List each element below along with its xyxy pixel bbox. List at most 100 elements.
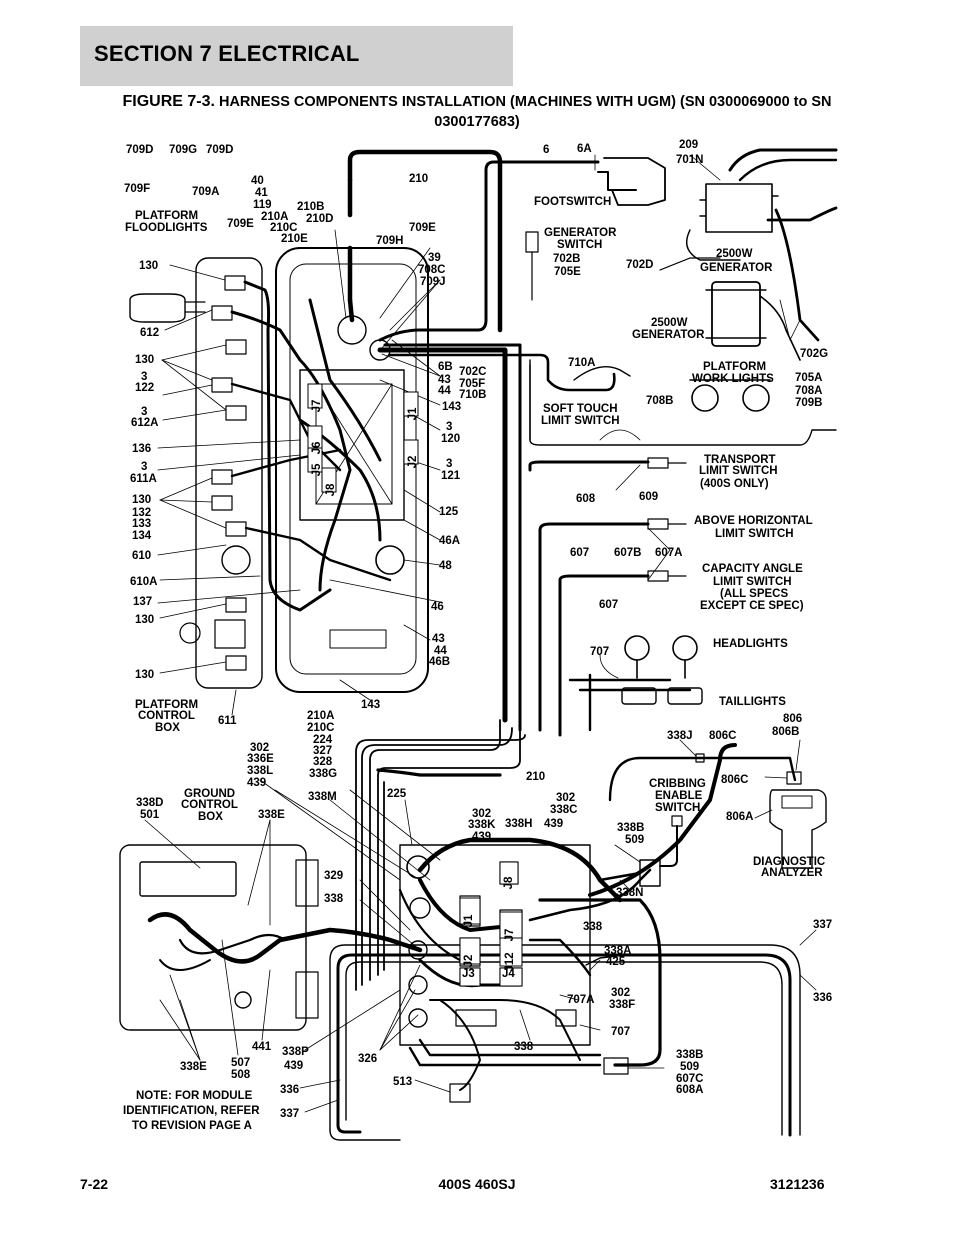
callout-6b: 6B — [438, 361, 453, 373]
callout-338k: 338K — [468, 819, 496, 831]
callout-607-b: 607 — [599, 599, 618, 611]
callout-j1-b: J1 — [463, 914, 475, 927]
callout-425: 425 — [606, 956, 626, 968]
callout-130-c: 130 — [132, 494, 151, 506]
callout-note-3: TO REVISION PAGE A — [132, 1120, 252, 1132]
callout-plat-work-2: WORK LIGHTS — [692, 373, 774, 385]
callout-610: 610 — [132, 550, 151, 562]
callout-338e-a: 338E — [258, 809, 285, 821]
callout-210d: 210D — [306, 213, 334, 225]
callout-508: 508 — [231, 1069, 251, 1081]
callout-above-h-1: ABOVE HORIZONTAL — [694, 515, 813, 527]
callout-39: 39 — [428, 252, 441, 264]
callout-707a: 707A — [567, 994, 595, 1006]
callout-302-d: 302 — [611, 987, 630, 999]
callout-j8-b: J8 — [503, 876, 515, 889]
callout-crib-1: CRIBBING — [649, 778, 706, 790]
callout-338n: 338N — [616, 887, 644, 899]
callout-210e: 210E — [281, 233, 308, 245]
callout-338d: 338D — [136, 797, 164, 809]
callout-709h: 709H — [376, 235, 404, 247]
callout-41: 41 — [255, 187, 268, 199]
callout-327: 327 — [313, 745, 332, 757]
callout-130-a: 130 — [139, 260, 158, 272]
callout-210-t: 210 — [409, 173, 428, 185]
callout-143-c: 143 — [361, 699, 380, 711]
callout-121: 121 — [441, 470, 461, 482]
callout-709e-b: 709E — [409, 222, 436, 234]
callout-708c: 708C — [418, 264, 446, 276]
callout-702b: 702B — [553, 253, 581, 265]
callout-j2-b: J2 — [463, 955, 475, 968]
callout-209: 209 — [679, 139, 698, 151]
callout-cap-4: EXCEPT CE SPEC) — [700, 600, 804, 612]
callout-plat-work-1: PLATFORM — [703, 361, 766, 373]
callout-2500w-a-2: GENERATOR — [700, 262, 773, 274]
callout-705f: 705F — [459, 378, 485, 390]
callout-136: 136 — [132, 443, 151, 455]
callout-210c-m: 210C — [307, 722, 335, 734]
callout-702g: 702G — [800, 348, 828, 360]
callout-3-c: 3 — [141, 461, 147, 473]
callout-pcb-3: BOX — [155, 722, 180, 734]
callout-337-r: 337 — [813, 919, 832, 931]
callout-platform-floodlights-2: FLOODLIGHTS — [125, 222, 208, 234]
callout-note-1: NOTE: FOR MODULE — [136, 1090, 253, 1102]
callout-607a: 607A — [655, 547, 683, 559]
callout-709j: 709J — [420, 276, 446, 288]
callout-44-a: 44 — [438, 385, 451, 397]
callout-607-a: 607 — [570, 547, 589, 559]
footer-doc-number: 3121236 — [770, 1176, 825, 1192]
callout-708b: 708B — [646, 395, 674, 407]
callout-3-e: 3 — [446, 458, 452, 470]
callout-336e: 336E — [247, 753, 274, 765]
callout-210b: 210B — [297, 201, 325, 213]
callout-46b: 46B — [429, 656, 450, 668]
callout-cap-2: LIMIT SWITCH — [713, 576, 792, 588]
callout-710a: 710A — [568, 357, 596, 369]
callout-j1-a: J1 — [407, 407, 419, 420]
callout-610a: 610A — [130, 576, 158, 588]
callout-210a-m: 210A — [307, 710, 335, 722]
callout-diag-1: DIAGNOSTIC — [753, 856, 825, 868]
callout-806c-a: 806C — [709, 730, 737, 742]
callout-soft-touch-1: SOFT TOUCH — [543, 403, 618, 415]
callout-125: 125 — [439, 506, 459, 518]
callout-338a: 338A — [604, 945, 632, 957]
callout-pcb-2: CONTROL — [138, 710, 195, 722]
callout-pcb-1: PLATFORM — [135, 699, 198, 711]
callout-46: 46 — [431, 601, 444, 613]
callout-6a: 6A — [577, 143, 592, 155]
section-title: SECTION 7 ELECTRICAL — [94, 41, 360, 66]
callout-338-a: 338 — [324, 893, 344, 905]
callout-crib-2: ENABLE — [655, 790, 703, 802]
callout-transport-3: (400S ONLY) — [700, 478, 769, 490]
callout-gen-switch-2: SWITCH — [557, 239, 602, 251]
callout-gcb-2: CONTROL — [181, 799, 238, 811]
callout-46a: 46A — [439, 535, 460, 547]
callout-j2-a: J2 — [407, 456, 419, 469]
callout-709b: 709B — [795, 397, 823, 409]
figure-title: FIGURE 7-3. HARNESS COMPONENTS INSTALLAT… — [80, 92, 874, 132]
callout-705e: 705E — [554, 266, 581, 278]
callout-338p: 338P — [282, 1046, 309, 1058]
callout-338h: 338H — [505, 818, 533, 830]
callout-diag-2: ANALYZER — [761, 867, 823, 879]
callout-702d: 702D — [626, 259, 654, 271]
callout-143-a: 143 — [442, 401, 461, 413]
callout-210a-t: 210A — [261, 211, 289, 223]
footer-model: 400S 460SJ — [438, 1176, 516, 1192]
callout-329: 329 — [324, 870, 343, 882]
callout-338-c: 338 — [514, 1041, 534, 1053]
callout-507: 507 — [231, 1057, 250, 1069]
callout-48: 48 — [439, 560, 452, 572]
callout-710b: 710B — [459, 389, 487, 401]
callout-302-c: 302 — [556, 792, 575, 804]
callout-336-b: 336 — [280, 1084, 299, 1096]
callout-709e-a: 709E — [227, 218, 254, 230]
callout-612: 612 — [140, 327, 159, 339]
callout-cap-3: (ALL SPECS — [720, 588, 788, 600]
callout-338g: 338G — [309, 768, 337, 780]
callout-above-h-2: LIMIT SWITCH — [715, 528, 794, 540]
